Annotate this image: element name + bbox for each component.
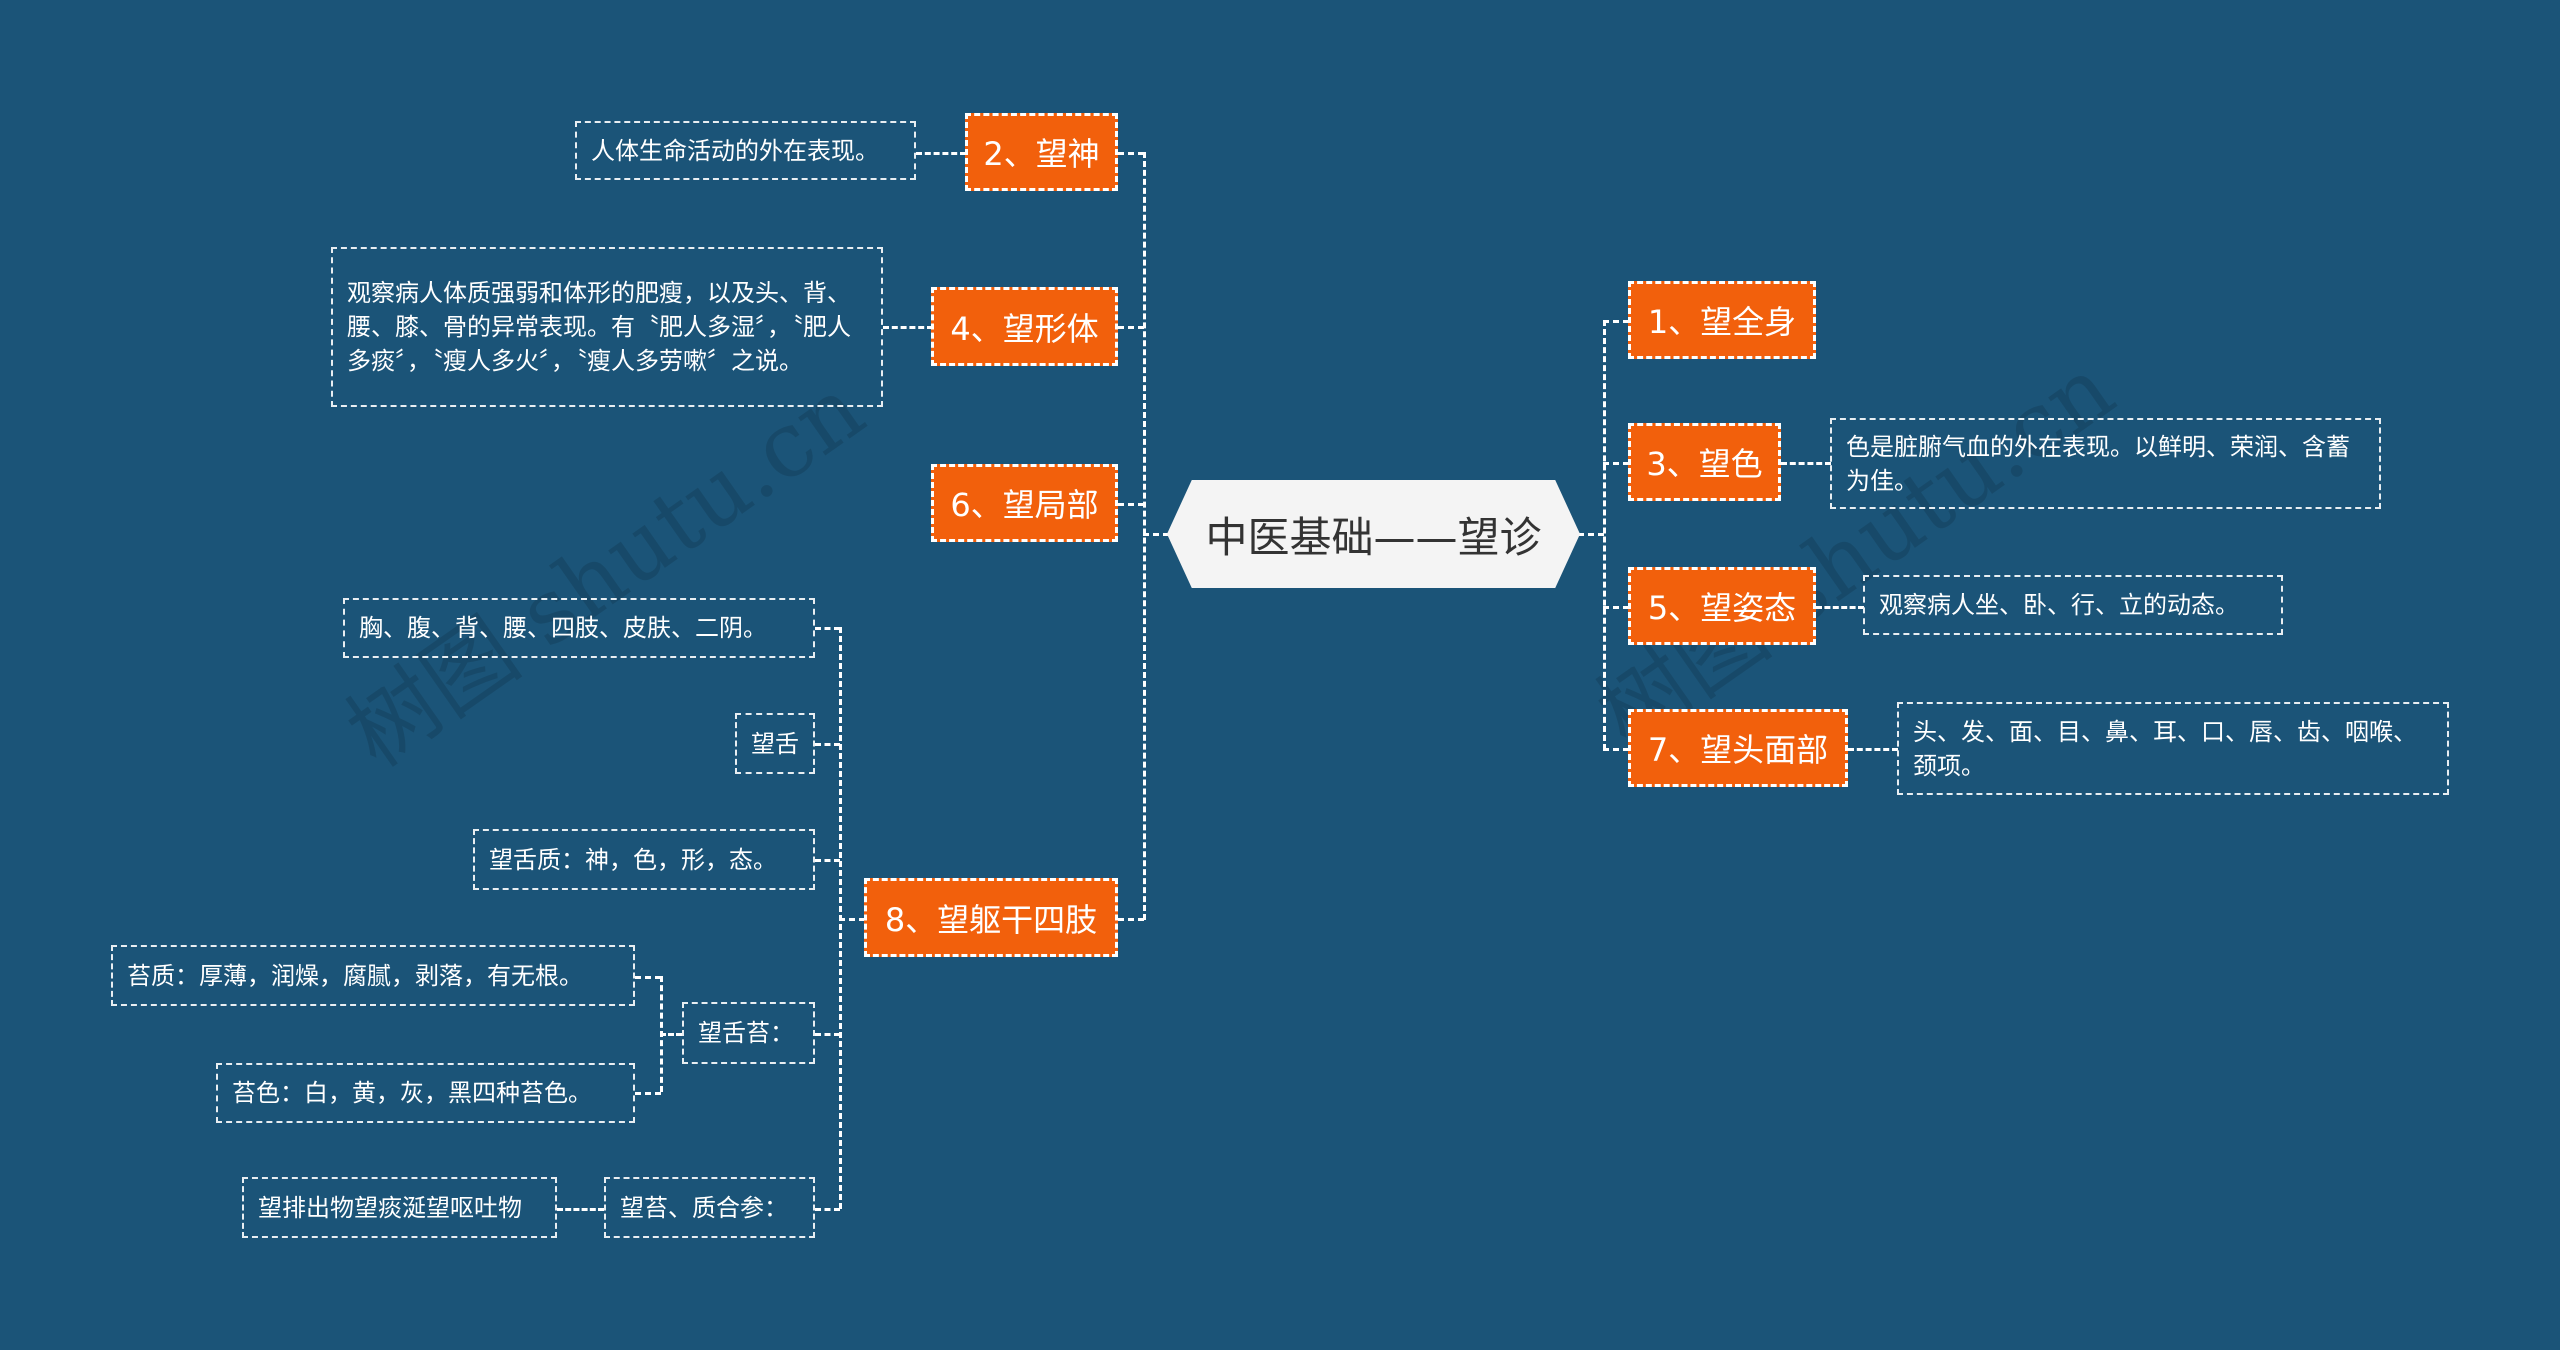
topic-wang-xingti[interactable]: 4、望形体	[931, 287, 1118, 366]
subtopic-body-parts[interactable]: 胸、腹、背、腰、四肢、皮肤、二阴。	[343, 598, 815, 658]
connector	[660, 1033, 682, 1036]
connector	[1816, 606, 1864, 609]
connector	[1578, 533, 1604, 536]
topic-wang-zitai[interactable]: 5、望姿态	[1628, 567, 1816, 645]
connector	[635, 1092, 661, 1095]
subtopic-wang-shezhi[interactable]: 望舌质：神，色，形，态。	[473, 829, 815, 890]
connector	[815, 1033, 840, 1036]
connector	[1603, 320, 1606, 750]
connector	[815, 627, 840, 630]
connector	[1143, 152, 1146, 920]
topic-wang-toumianbu[interactable]: 7、望头面部	[1628, 709, 1848, 787]
topic-wang-quanshen[interactable]: 1、望全身	[1628, 281, 1816, 359]
detail-wang-toumianbu[interactable]: 头、发、面、目、鼻、耳、口、唇、齿、咽喉、颈项。	[1897, 702, 2449, 795]
connector	[1603, 320, 1629, 323]
connector	[916, 152, 966, 155]
connector	[1118, 503, 1144, 506]
connector	[557, 1208, 604, 1211]
topic-wang-shen[interactable]: 2、望神	[965, 113, 1118, 191]
subtopic-tai-zhi-hecan[interactable]: 望苔、质合参：	[604, 1177, 815, 1238]
connector	[1603, 748, 1629, 751]
connector	[1848, 748, 1898, 751]
connector	[1603, 462, 1629, 465]
central-topic[interactable]: 中医基础——望诊	[1167, 480, 1580, 588]
detail-wang-xingti[interactable]: 观察病人体质强弱和体形的肥瘦，以及头、背、腰、膝、骨的异常表现。有〝肥人多湿〞，…	[331, 247, 883, 407]
topic-wang-se[interactable]: 3、望色	[1628, 423, 1781, 501]
detail-wang-se[interactable]: 色是脏腑气血的外在表现。以鲜明、荣润、含蓄为佳。	[1830, 418, 2381, 509]
subtopic-wang-shetai[interactable]: 望舌苔：	[682, 1002, 815, 1064]
connector	[839, 918, 865, 921]
connector	[815, 1208, 840, 1211]
detail-wang-zitai[interactable]: 观察病人坐、卧、行、立的动态。	[1863, 575, 2283, 635]
topic-wang-quganzhi[interactable]: 8、望躯干四肢	[864, 878, 1118, 957]
connector	[883, 326, 933, 329]
connector	[815, 859, 840, 862]
connector	[815, 743, 840, 746]
subtopic-paichuwu[interactable]: 望排出物望痰涎望呕吐物	[242, 1177, 557, 1238]
connector	[1143, 533, 1169, 536]
connector	[1603, 606, 1629, 609]
topic-wang-jubu[interactable]: 6、望局部	[931, 464, 1118, 542]
subtopic-taise[interactable]: 苔色：白，黄，灰，黑四种苔色。	[216, 1063, 635, 1123]
connector	[635, 976, 661, 979]
subtopic-taizhi[interactable]: 苔质：厚薄，润燥，腐腻，剥落，有无根。	[111, 945, 635, 1006]
connector	[1118, 918, 1144, 921]
connector	[1781, 462, 1831, 465]
connector	[1118, 152, 1144, 155]
connector	[1118, 326, 1144, 329]
subtopic-wang-she[interactable]: 望舌	[735, 713, 815, 774]
detail-wang-shen[interactable]: 人体生命活动的外在表现。	[575, 121, 916, 180]
